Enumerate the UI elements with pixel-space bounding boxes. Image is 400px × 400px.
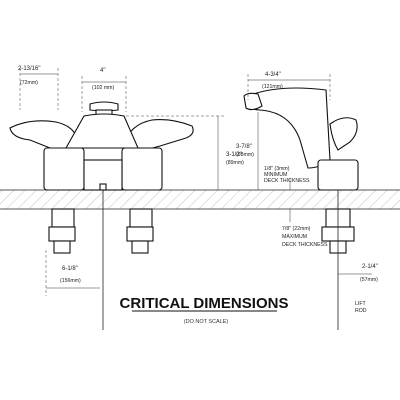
dim-max-deck-label: 7/8" (22mm) <box>282 226 311 232</box>
page-subtitle: (DO NOT SCALE) <box>184 319 229 325</box>
dim-spout-reach-label: 4-3/4" <box>265 72 281 78</box>
dim-base-width-metric: (156mm) <box>60 278 81 284</box>
dim-lift-rod-offset-metric: (57mm) <box>360 277 378 283</box>
dim-min-deck-line2: MINIMUM <box>264 172 287 178</box>
lift-rod-label-2: ROD <box>355 308 367 314</box>
countertop-deck <box>0 189 400 210</box>
dim-min-deck-label: 1/8" (3mm) <box>264 166 290 172</box>
dim-min-deck-line3: DECK THICKNESS <box>264 178 310 184</box>
dim-max-deck-line3: DECK THICKNESS <box>282 242 328 248</box>
dim-spout-reach-metric: (121mm) <box>262 84 283 90</box>
dim-lift-rod-offset-label: 2-1/4" <box>362 264 378 270</box>
dimension-lines <box>19 68 372 296</box>
dim-handle-offset-metric: (72mm) <box>20 80 38 86</box>
dim-spout-height-front-label: 3-1/2" <box>226 152 242 158</box>
dim-handle-offset-label: 2-13/16" <box>18 66 40 72</box>
dim-spout-spacing-label: 4" <box>100 68 105 74</box>
front-view-faucet <box>9 101 194 330</box>
lift-rod-label-1: LIFT <box>355 301 366 307</box>
dim-spout-height-side-label: 3-7/8" <box>236 144 252 150</box>
side-view-faucet <box>243 87 359 330</box>
dim-spout-height-front-metric: (89mm) <box>226 160 244 166</box>
dim-max-deck-line2: MAXIMUM <box>282 234 307 240</box>
dim-spout-height-side-metric: (98mm) <box>236 152 254 158</box>
dim-spout-spacing-metric: (102 mm) <box>92 85 114 91</box>
page-title: CRITICAL DIMENSIONS <box>120 295 289 312</box>
dim-base-width-label: 6-1/8" <box>62 266 78 272</box>
